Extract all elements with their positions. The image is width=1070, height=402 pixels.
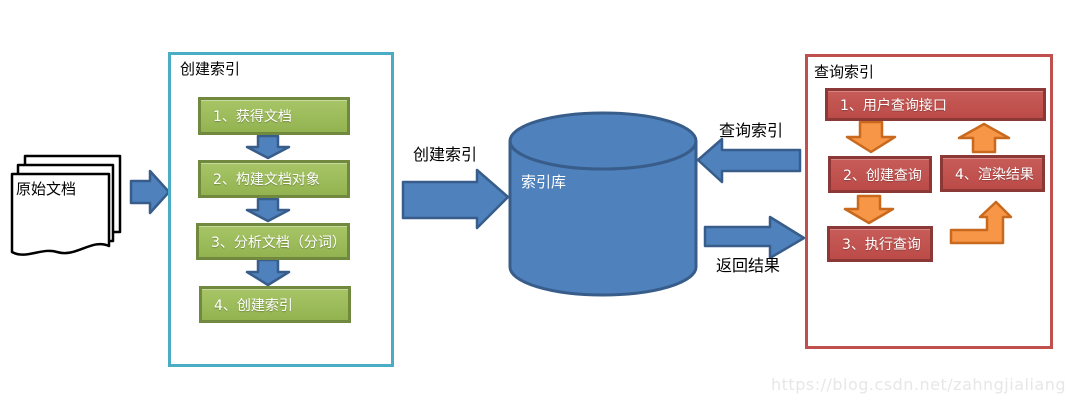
index-creation-panel [168, 52, 394, 367]
create-index-flow-label: 创建索引 [413, 145, 478, 164]
watermark: https://blog.csdn.net/zahngjialiang [771, 375, 1066, 394]
arrow-qstep2-qstep3-icon [843, 194, 895, 225]
query-panel [805, 54, 1053, 349]
query-step-2: 2、创建查询 [828, 156, 932, 193]
index-step-2: 2、构建文档对象 [198, 160, 350, 198]
index-store-label: 索引库 [521, 173, 567, 191]
query-step-4: 4、渲染结果 [940, 155, 1045, 192]
index-step-4: 4、创建索引 [199, 286, 351, 323]
source-documents-icon [10, 154, 122, 256]
arrow-step1-step2-icon [245, 134, 291, 160]
index-store-cylinder-icon [508, 111, 698, 297]
source-documents-label: 原始文档 [16, 180, 77, 198]
query-index-flow-label: 查询索引 [719, 121, 784, 140]
arrow-query-to-store-icon [696, 137, 802, 184]
return-results-flow-label: 返回结果 [716, 256, 781, 275]
arrow-qstep1-qstep2-icon [845, 120, 897, 154]
arrow-docs-to-indexing-icon [129, 169, 171, 215]
index-step-1: 1、获得文档 [198, 97, 350, 135]
index-step-3: 3、分析文档（分词） [196, 223, 350, 260]
index-creation-title: 创建索引 [180, 60, 241, 78]
arrow-qstep4-qstep1-icon [957, 122, 1011, 154]
query-step-3: 3、执行查询 [827, 226, 933, 262]
query-panel-title: 查询索引 [814, 63, 875, 81]
arrow-store-to-query-icon [703, 215, 806, 260]
query-step-1: 1、用户查询接口 [825, 88, 1046, 121]
arrow-indexing-to-store-icon [401, 168, 510, 230]
arrow-step3-step4-icon [245, 258, 291, 287]
arrow-qstep3-qstep4-icon [949, 200, 1013, 245]
arrow-step2-step3-icon [245, 197, 291, 223]
